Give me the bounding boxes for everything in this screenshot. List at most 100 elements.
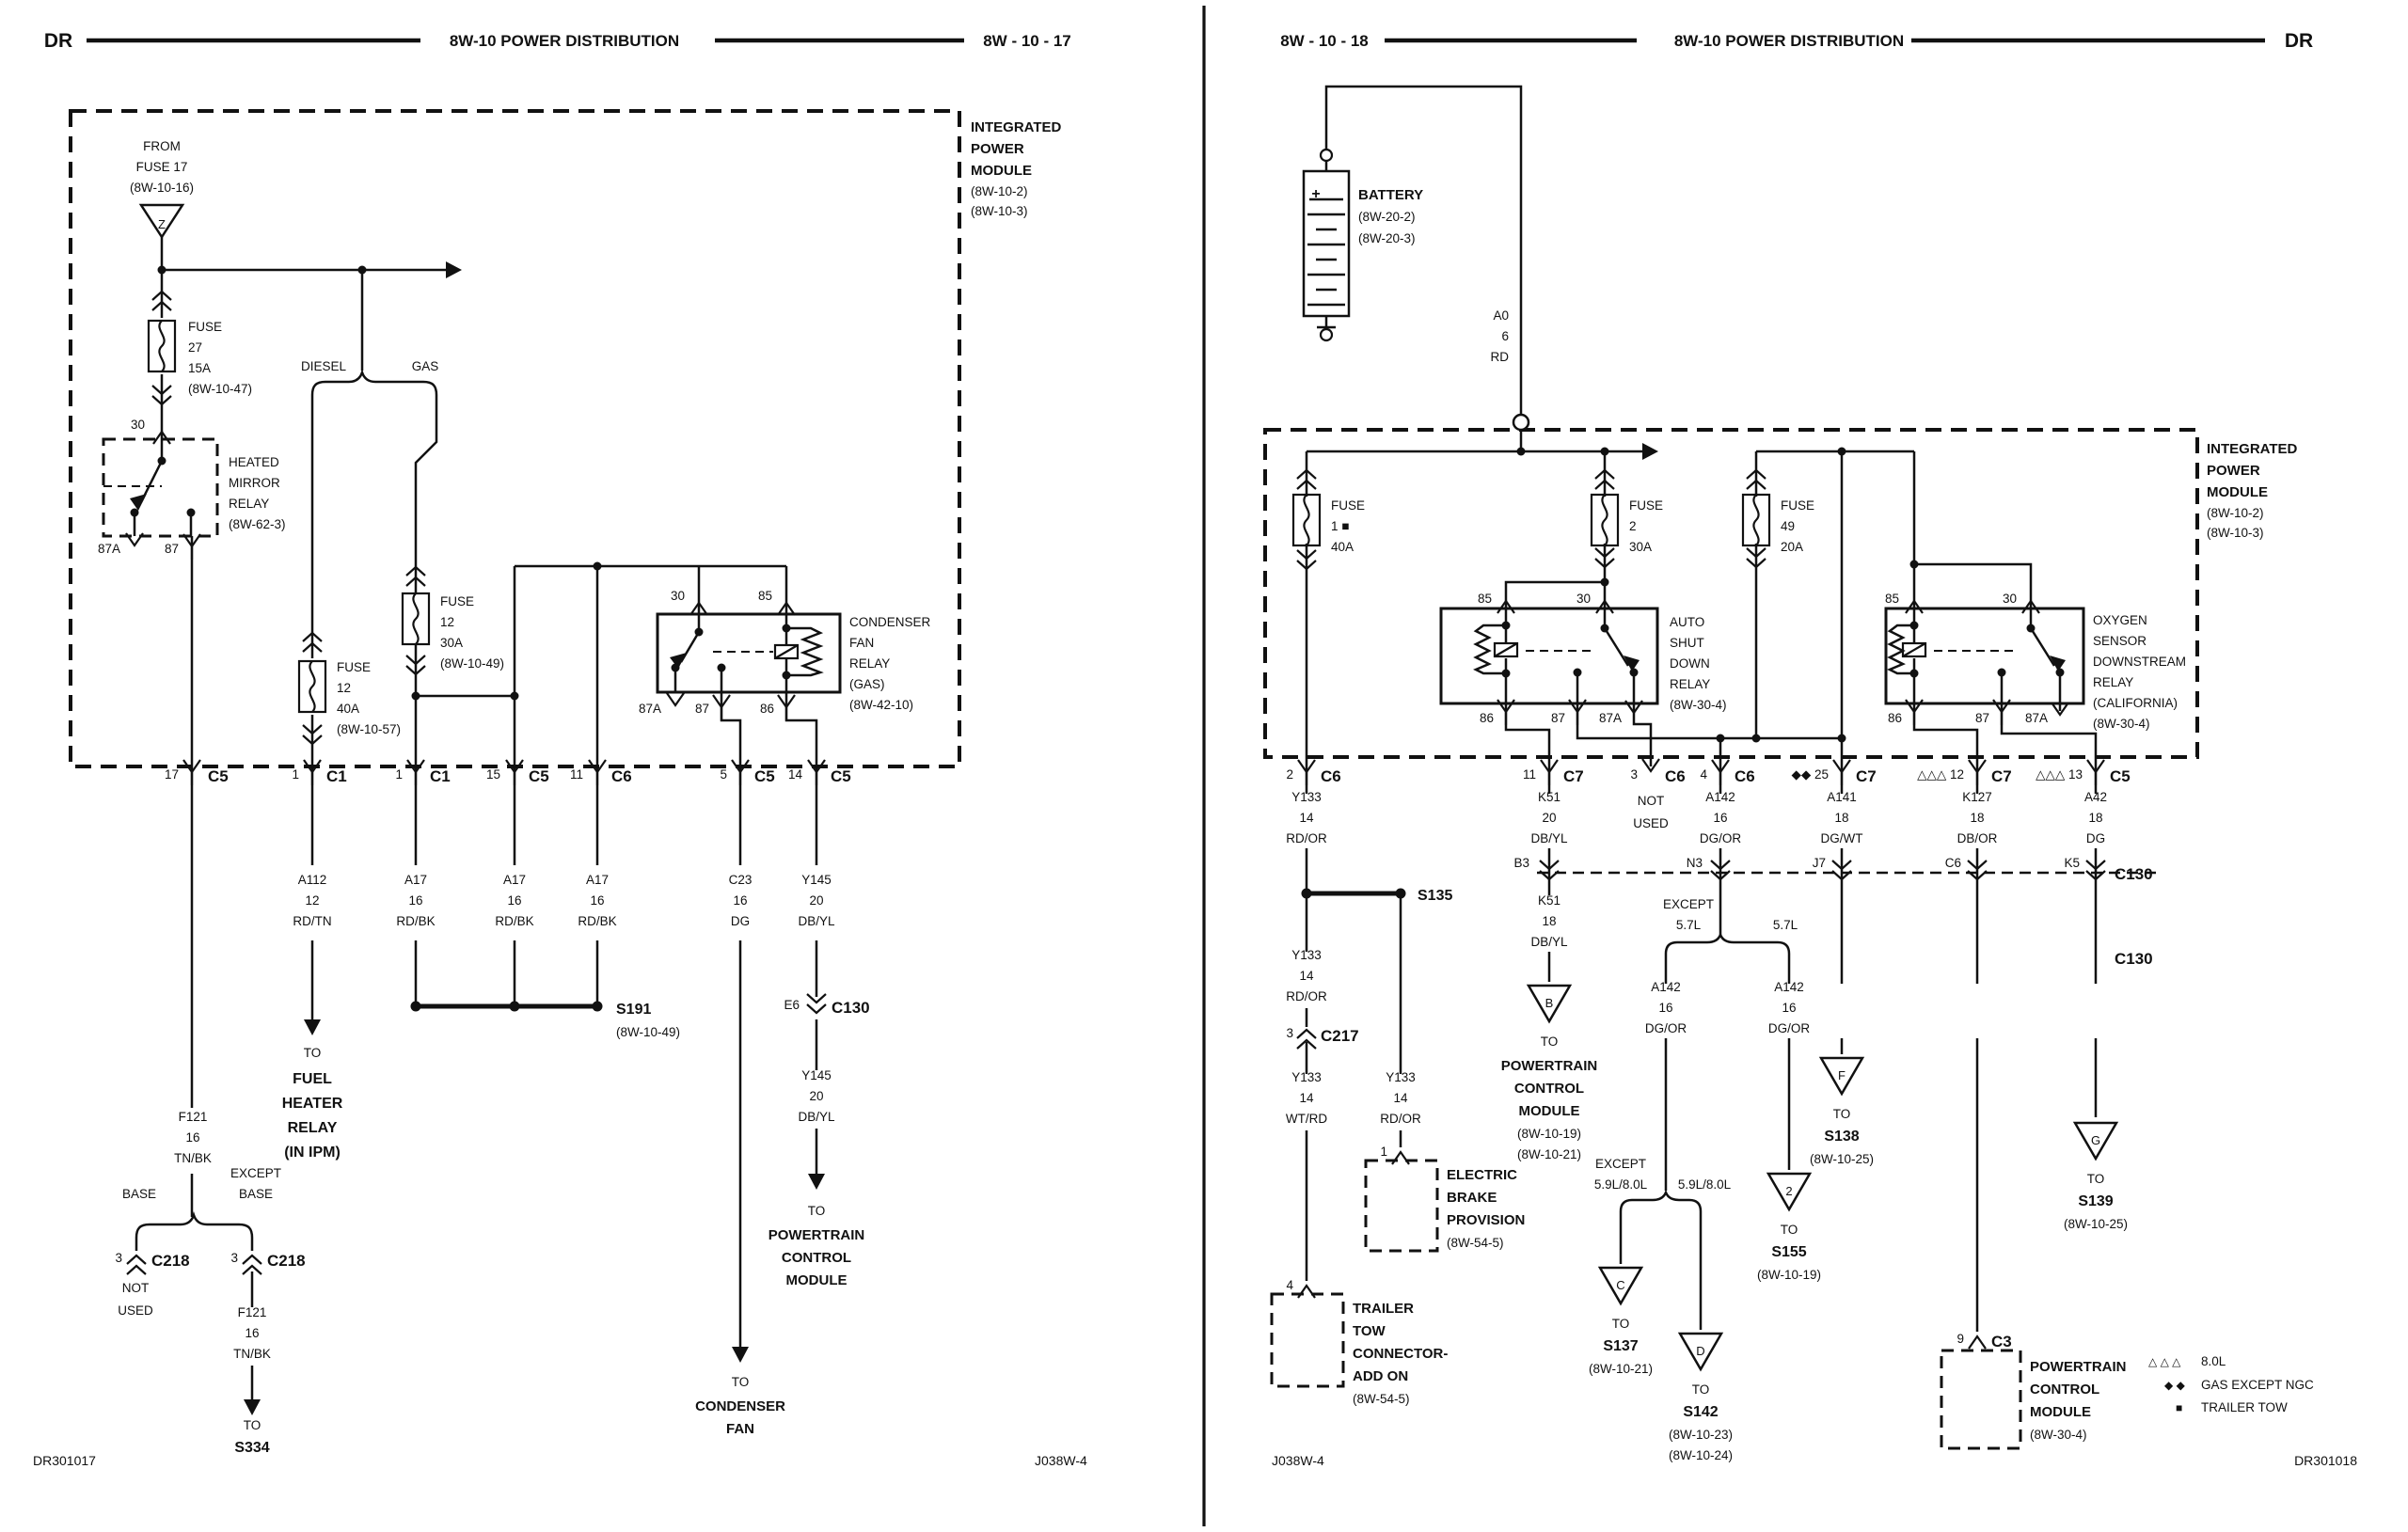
ipm-right-label-1: INTEGRATED <box>2207 441 2298 457</box>
ipm-left-label-3: MODULE <box>971 163 1032 179</box>
wire-a142a-1: A142 <box>1705 790 1735 804</box>
fuse1-1: FUSE <box>1331 498 1365 513</box>
oxy-pin-87a: 87A <box>2025 711 2048 725</box>
triangle-g <box>2072 1121 2119 1161</box>
triangle-b-letter: B <box>1545 996 1554 1010</box>
fuse-12-gas <box>401 592 431 646</box>
conn-2-num: 2 <box>1286 767 1293 782</box>
asd-pin-30: 30 <box>1576 592 1591 606</box>
branch-exbase-2: BASE <box>239 1187 273 1201</box>
wire-y133a-1: Y133 <box>1291 790 1322 804</box>
wire-c23-3: DG <box>731 914 750 928</box>
wire-k127a-3: DB/OR <box>1957 831 1998 845</box>
from-fuse17-1: FROM <box>143 139 181 153</box>
hmr-pin-87: 87 <box>165 542 179 556</box>
fuse-49 <box>1741 493 1771 547</box>
wire-y133d-3: RD/OR <box>1380 1112 1421 1126</box>
oxy-label-5: (CALIFORNIA) <box>2093 696 2178 710</box>
triangle-g-letter: G <box>2091 1133 2100 1147</box>
branch-base: BASE <box>122 1187 156 1201</box>
wire-y133b-1: Y133 <box>1291 948 1322 962</box>
wire-c23-1: C23 <box>729 873 752 887</box>
wire-y133a-2: 14 <box>1299 811 1314 825</box>
asd-pin-85: 85 <box>1478 592 1492 606</box>
dest-s137-ref: (8W-10-21) <box>1589 1362 1653 1376</box>
wire-a17b-1: A17 <box>503 873 526 887</box>
dest-pcm-right-5: (8W-10-21) <box>1517 1147 1581 1161</box>
wire-a0-1: A0 <box>1493 308 1509 323</box>
oxy-label-6: (8W-30-4) <box>2093 717 2150 731</box>
dest-s139-to: TO <box>2087 1172 2105 1186</box>
dest-pcm-right-2: CONTROL <box>1514 1081 1584 1097</box>
triangle-f <box>1818 1056 1865 1097</box>
dest-s138-ref: (8W-10-25) <box>1810 1152 1874 1166</box>
fuse12g-3: 30A <box>440 636 463 650</box>
conn-25-num: ◆◆ 25 <box>1791 767 1829 782</box>
fuse2-2: 2 <box>1629 519 1637 533</box>
ipm-right-box <box>1263 428 2199 759</box>
dest-s142: S142 <box>1683 1404 1718 1420</box>
conn-c217-name: C217 <box>1321 1027 1359 1045</box>
dest-s334-to: TO <box>244 1418 261 1432</box>
junctions-left <box>157 265 602 701</box>
ipm-left-ref-2: (8W-10-3) <box>971 204 1028 218</box>
dest-pcm-right-4: (8W-10-19) <box>1517 1127 1581 1141</box>
wire-a17c-2: 16 <box>590 893 604 908</box>
wire-y133c-2: 14 <box>1299 1091 1314 1105</box>
wire-a142c-1: A142 <box>1774 980 1804 994</box>
dest-pcm-left-3: MODULE <box>786 1272 848 1288</box>
footer-right-sheet: J038W-4 <box>1272 1453 1324 1468</box>
wire-a141a-2: 18 <box>1834 811 1848 825</box>
conn-17-num: 17 <box>165 767 179 782</box>
ttc-label-2: TOW <box>1353 1323 1386 1339</box>
conn-13-num: △△△ 13 <box>2036 767 2083 782</box>
wire-a142b-3: DG/OR <box>1645 1021 1687 1035</box>
pcm-pin-9: 9 <box>1956 1332 1964 1346</box>
junctions-right <box>1301 447 1919 899</box>
battery-plus: + <box>1311 186 1320 202</box>
asd-label-5: (8W-30-4) <box>1670 698 1727 712</box>
electric-brake-provision-box <box>1364 1159 1439 1253</box>
cfr-pin-87a: 87A <box>639 702 661 716</box>
dest-s137: S137 <box>1603 1338 1638 1354</box>
conn-r11-name: C7 <box>1563 767 1584 785</box>
conn-3-notused-2: USED <box>1633 816 1669 830</box>
wire-a17c-1: A17 <box>586 873 609 887</box>
ebp-pin-1: 1 <box>1380 1145 1387 1159</box>
wire-a142a-2: 16 <box>1713 811 1727 825</box>
dest-pcm-right-to: TO <box>1541 1034 1559 1049</box>
wire-f121a-3: TN/BK <box>174 1151 212 1165</box>
wire-k51b-3: DB/YL <box>1530 935 1568 949</box>
hmr-label-2: MIRROR <box>229 476 280 490</box>
bus-arrow-right <box>1642 443 1658 460</box>
asd-label-4: RELAY <box>1670 677 1710 691</box>
conn-11-num: 11 <box>570 767 583 782</box>
wire-y133b-2: 14 <box>1299 969 1314 983</box>
cfr-pin-30: 30 <box>671 589 685 603</box>
conn-3-notused-1: NOT <box>1638 794 1665 808</box>
conn-1b-name: C1 <box>430 767 451 785</box>
ebp-ref: (8W-54-5) <box>1447 1236 1504 1250</box>
brace-diesel-gas <box>310 369 438 396</box>
wire-f121b-2: 16 <box>245 1326 259 1340</box>
asd-pin-87a: 87A <box>1599 711 1622 725</box>
hmr-arm-arrow <box>130 494 147 511</box>
fuse2-3: 30A <box>1629 540 1652 554</box>
branch-ex57-2: 5.7L <box>1676 918 1702 932</box>
arrows-left <box>244 261 825 1415</box>
ebp-label-2: BRAKE <box>1447 1190 1497 1206</box>
ebp-label-3: PROVISION <box>1447 1212 1525 1228</box>
asd-label-1: AUTO <box>1670 615 1704 629</box>
conn-c218a-num: 3 <box>115 1251 122 1265</box>
footer-left-sheet: J038W-4 <box>1035 1453 1087 1468</box>
inline-j7: J7 <box>1813 856 1826 870</box>
conn-c217-num: 3 <box>1286 1026 1293 1040</box>
triangle-c <box>1597 1266 1644 1306</box>
wire-y145b-3: DB/YL <box>798 1110 835 1124</box>
fuse27-1: FUSE <box>188 320 222 334</box>
oxy-pin-85: 85 <box>1885 592 1899 606</box>
dest-s142-ref-2: (8W-10-24) <box>1669 1448 1733 1462</box>
c218a-notused-2: USED <box>118 1303 153 1318</box>
